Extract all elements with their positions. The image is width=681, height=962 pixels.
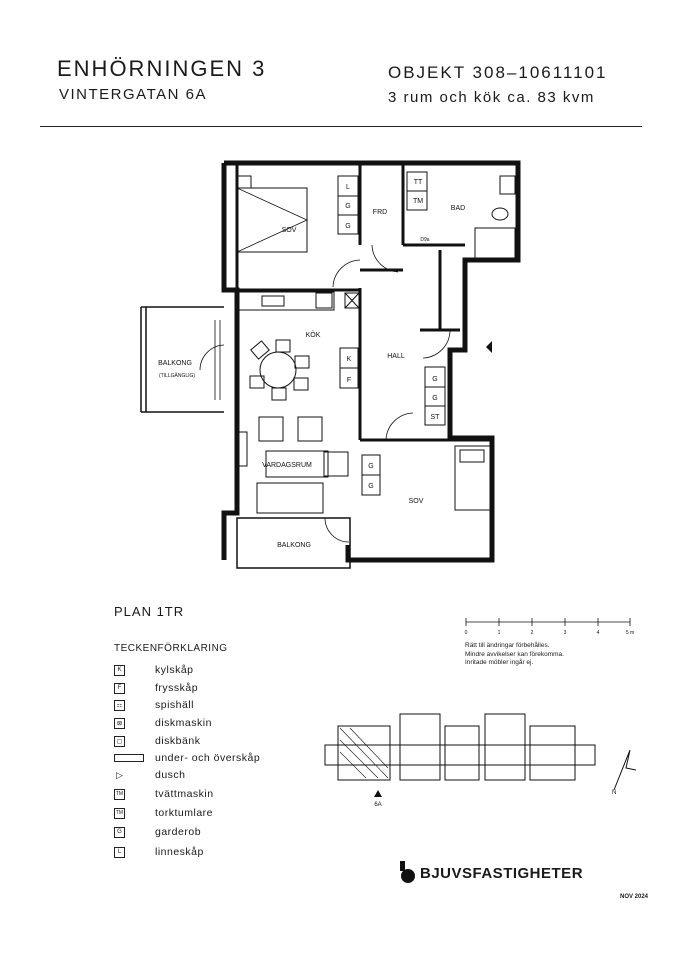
legend-item: ▢ diskbänk <box>114 734 200 748</box>
room-label-frd: FRD <box>373 209 387 216</box>
fixture-fridge: K <box>347 356 352 363</box>
disclaimer-notes: Rätt till ändringar förbehålles. Mindre … <box>465 642 564 666</box>
legend-item: TM torktumlare <box>114 807 214 819</box>
scale-tick: 3 <box>564 630 567 636</box>
entrance-arrow <box>486 341 492 353</box>
fixture-storage: ST <box>431 414 441 421</box>
bed-bedroom-2 <box>454 445 491 511</box>
fixture-linen: L <box>346 184 350 191</box>
room-label-sov-2: SOV <box>409 498 424 505</box>
dishwasher-icon: ⊠ <box>114 717 125 729</box>
plan-title: PLAN 1TR <box>114 604 185 619</box>
outer-wall <box>224 160 521 563</box>
north-arrow-icon <box>613 749 637 791</box>
legend-item: K kylskåp <box>114 663 194 677</box>
balcony-frame-west <box>140 306 224 413</box>
wardrobe-icon: G <box>114 826 125 838</box>
sofa <box>256 482 324 514</box>
legend-item: G garderob <box>114 825 201 839</box>
room-label-sov-1: SOV <box>282 227 297 234</box>
fridge-icon: K <box>114 664 125 676</box>
door-balcony-south <box>324 517 350 543</box>
unit-marker-icon <box>374 790 382 797</box>
room-label-bad: BAD <box>451 205 465 212</box>
bed-bedroom-1 <box>236 187 308 253</box>
apartment-size: 3 rum och kök ca. 83 kvm <box>388 89 595 106</box>
armchair-2 <box>297 416 323 442</box>
stove <box>315 292 333 309</box>
armchair-1 <box>258 416 284 442</box>
freezer-icon: F <box>114 682 125 694</box>
door-frd <box>371 244 399 273</box>
sink-icon: ▢ <box>114 735 125 747</box>
door-bedroom-2 <box>385 412 414 441</box>
fixture-wardrobe: G <box>432 376 437 383</box>
legend-item: under- och överskåp <box>114 751 260 765</box>
door-bedroom-1 <box>332 259 361 288</box>
room-label-balkong-1: BALKONG <box>158 360 192 367</box>
room-label-balkong-2: BALKONG <box>277 542 311 549</box>
dining-table <box>259 351 297 389</box>
unit-marker-label: 6A <box>374 802 381 808</box>
scale-bar <box>465 618 631 626</box>
north-label: N <box>612 790 616 796</box>
room-label-kok: KÖK <box>306 331 321 339</box>
fixture-dryer: TT <box>414 179 423 186</box>
linen-closet-icon: L <box>114 846 125 858</box>
scale-tick: 4 <box>597 630 600 636</box>
door-entrance <box>422 329 451 359</box>
legend-item: ⚏ spishäll <box>114 698 194 712</box>
object-number: OBJEKT 308–10611101 <box>388 63 608 82</box>
dishwasher <box>344 292 360 309</box>
legend-title: TECKENFÖRKLARING <box>114 643 228 654</box>
room-label-tillganglig: (TILLGÄNGLIG) <box>159 372 195 379</box>
stove-icon: ⚏ <box>114 699 125 711</box>
legend-item: F frysskåp <box>114 681 198 695</box>
scale-tick: 5 m <box>626 630 634 636</box>
legend-item: L linneskåp <box>114 845 204 859</box>
fixture-washer: TM <box>413 198 423 205</box>
fixture-wardrobe: G <box>345 203 350 210</box>
cabinet-icon <box>114 754 144 762</box>
room-label-vardagsrum: VARDAGSRUM <box>262 462 312 469</box>
kitchen-counter <box>237 291 335 311</box>
fixture-wardrobe: G <box>368 483 373 490</box>
legend-item: ▷ dusch <box>114 768 186 782</box>
kitchen-sink <box>261 295 285 307</box>
fixture-wardrobe: G <box>432 395 437 402</box>
key-plan <box>324 713 596 781</box>
scale-tick: 2 <box>531 630 534 636</box>
document-date: NOV 2024 <box>620 894 649 900</box>
property-title: ENHÖRNINGEN 3 <box>57 56 267 81</box>
scale-tick: 1 <box>498 630 501 636</box>
scale-tick: 0 <box>465 630 468 636</box>
outer-wall-left <box>221 163 240 560</box>
coffee-table <box>265 450 329 478</box>
dryer-icon: TM <box>114 807 125 819</box>
shower-icon: ▷ <box>116 769 123 780</box>
fixture-wardrobe: G <box>368 463 373 470</box>
header-divider <box>40 126 642 127</box>
fixture-wardrobe: G <box>345 223 350 230</box>
washer-icon: TM <box>114 788 125 800</box>
brand-name: BJUVSFASTIGHETER <box>420 865 584 882</box>
street-address: VINTERGATAN 6A <box>59 86 207 103</box>
fixture-freezer: F <box>347 377 351 384</box>
legend-item: TM tvättmaskin <box>114 788 214 800</box>
legend-item: ⊠ diskmaskin <box>114 716 212 730</box>
fixture-d9a: D9a <box>420 237 429 243</box>
balcony-frame-south <box>236 517 351 569</box>
room-label-hall: HALL <box>387 353 405 360</box>
brand-logo-icon <box>400 861 415 883</box>
